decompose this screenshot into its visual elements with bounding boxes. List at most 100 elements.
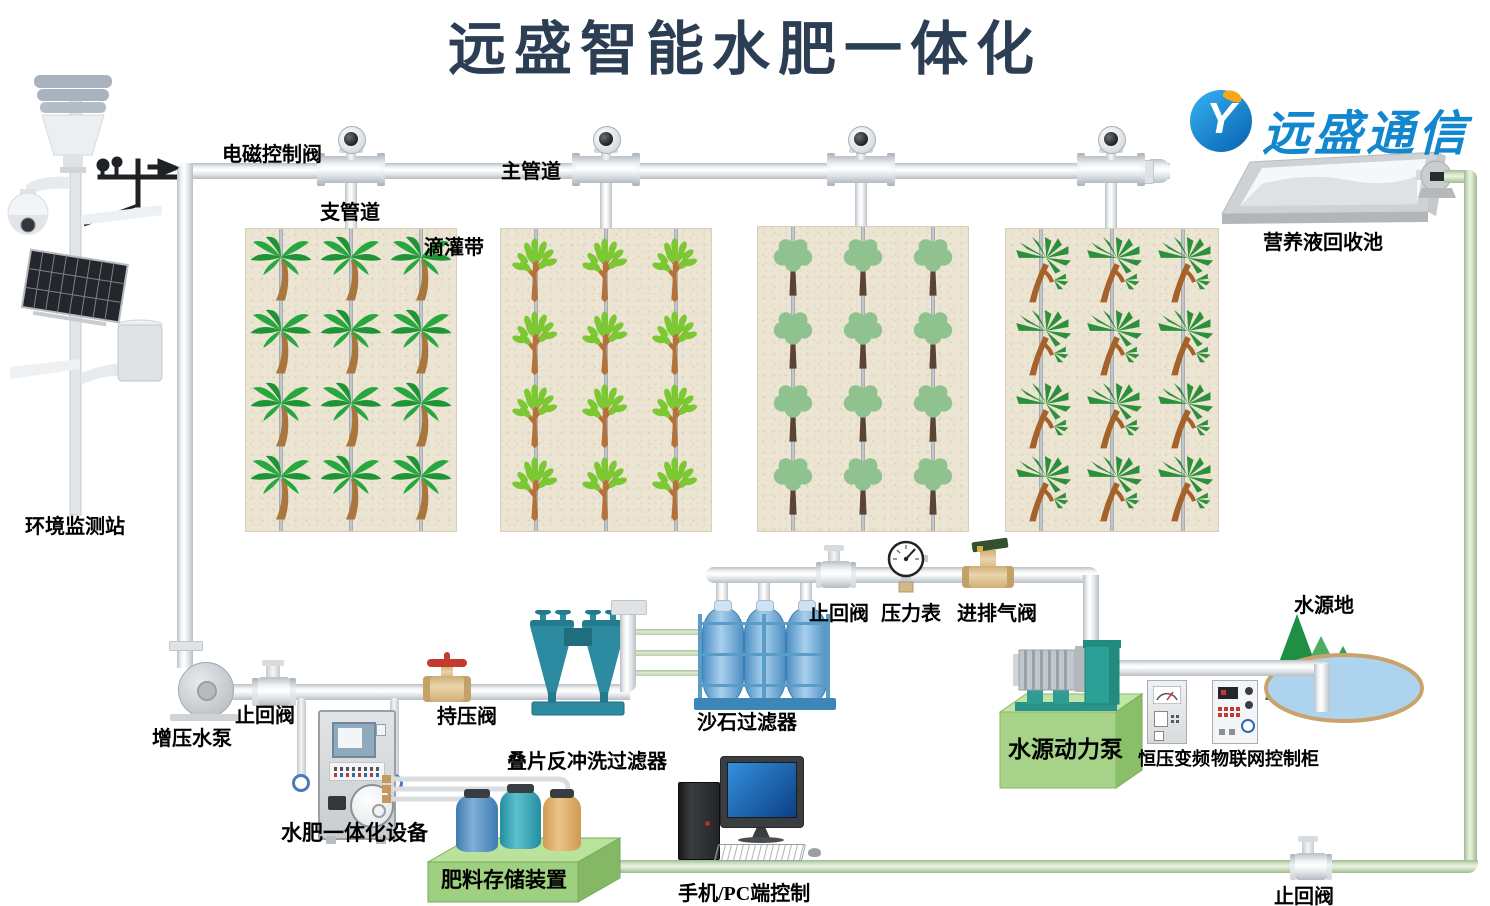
fertilizer-barrel-orange	[543, 789, 581, 851]
branch-pipe-1	[345, 179, 357, 230]
return-pipe-top-stub	[1444, 170, 1470, 183]
vfd-cabinet	[1147, 680, 1187, 744]
sapling-tree	[649, 455, 703, 521]
source-pump-illustration	[998, 640, 1144, 789]
check-valve-line-label: 止回阀	[809, 603, 869, 625]
disc-filter-illustration	[530, 610, 626, 716]
dosing-hose-left	[297, 698, 306, 778]
main-pipe-label: 主管道	[501, 161, 561, 183]
drip-line	[604, 229, 608, 531]
filter-riser-coupling	[611, 600, 647, 615]
sand-filter-cap-2	[756, 600, 774, 612]
weather-station-label: 环境监测站	[25, 516, 125, 538]
brand-logo-icon: Y	[1190, 90, 1252, 152]
sand-filter-rack-rail	[698, 622, 830, 625]
branch-pipe-4	[1105, 179, 1117, 230]
sand-filter-rack-post	[698, 614, 702, 700]
hose-gauge-left	[292, 774, 310, 792]
sapling-tree	[579, 309, 633, 375]
sand-filter-rack-post	[762, 614, 766, 700]
machine-slot	[328, 796, 346, 810]
pc-tower	[678, 782, 720, 860]
round-canopy-tree	[909, 381, 957, 447]
fertilizer-barrel-blue	[456, 789, 498, 852]
fan-palm-tree	[1079, 237, 1145, 305]
drip-line	[533, 229, 538, 531]
sapling-tree	[649, 236, 703, 302]
drip-line	[1039, 229, 1044, 531]
drip-line	[349, 229, 353, 531]
machine-screen	[332, 722, 376, 758]
coconut-palm-tree	[248, 382, 314, 449]
vfd-label: 恒压变频	[1138, 749, 1210, 769]
coconut-palm-tree	[248, 309, 314, 376]
recovery-pool-label: 营养液回收池	[1263, 232, 1383, 254]
pc-mouse	[808, 848, 821, 857]
iot-cabinet	[1212, 680, 1258, 744]
holding-valve-label: 持压阀	[437, 706, 497, 728]
drip-line	[1110, 229, 1114, 531]
round-canopy-tree	[769, 454, 817, 520]
solenoid-valve-1	[317, 126, 385, 186]
coconut-palm-tree	[248, 236, 314, 303]
crop-plot-1	[245, 228, 457, 532]
main-pipe-end-cap	[1150, 159, 1170, 183]
round-canopy-tree	[769, 381, 817, 447]
pc-screen	[727, 762, 797, 818]
sapling-tree	[579, 382, 633, 448]
pc-monitor-stand	[752, 828, 770, 838]
sapling-tree	[509, 236, 563, 302]
fertigation-machine-label: 水肥一体化设备	[281, 821, 428, 845]
intake-pipe	[1116, 660, 1330, 676]
fan-palm-tree	[1008, 383, 1074, 451]
page-title: 远盛智能水肥一体化	[447, 17, 1042, 82]
fertilizer-storage-label: 肥料存储装置	[441, 868, 567, 892]
weather-station-illustration	[7, 75, 182, 516]
sand-filter-rack-post	[826, 614, 830, 700]
machine-buttons	[329, 762, 385, 781]
round-canopy-tree	[839, 454, 887, 520]
round-canopy-tree	[839, 235, 887, 301]
coconut-palm-tree	[388, 309, 454, 376]
crop-plot-3	[757, 226, 969, 532]
sapling-tree	[579, 236, 633, 302]
sand-filter-base	[694, 698, 836, 710]
fan-palm-tree	[1150, 456, 1216, 524]
filter-riser-pipe	[620, 608, 636, 692]
pc-monitor-base	[738, 837, 784, 843]
fan-palm-tree	[1008, 237, 1074, 305]
water-source-label: 水源地	[1294, 595, 1354, 617]
check-valve-return-label: 止回阀	[1274, 886, 1334, 906]
booster-pump-base	[170, 714, 238, 721]
coconut-palm-tree	[388, 455, 454, 522]
coconut-palm-tree	[318, 455, 384, 522]
sand-filter-rack-rail	[698, 684, 830, 687]
coconut-palm-tree	[318, 236, 384, 303]
sapling-tree	[649, 309, 703, 375]
fan-palm-tree	[1150, 310, 1216, 378]
round-canopy-tree	[769, 308, 817, 374]
branch-pipe-2	[600, 179, 612, 230]
sand-filter-rack-rail	[698, 653, 830, 656]
coconut-palm-tree	[318, 309, 384, 376]
crop-plot-4	[1005, 228, 1219, 532]
intake-pipe-drop	[1314, 664, 1330, 712]
fan-palm-tree	[1150, 383, 1216, 451]
solenoid-valve-label: 电磁控制阀	[222, 144, 322, 166]
pump-flange	[169, 641, 203, 651]
iot-cabinet-label: 物联网控制柜	[1211, 749, 1319, 769]
round-canopy-tree	[839, 381, 887, 447]
coconut-palm-tree	[318, 382, 384, 449]
drip-line	[419, 229, 423, 531]
brand-name: 远盛通信	[1262, 108, 1471, 161]
fan-palm-tree	[1079, 310, 1145, 378]
sand-filter-cap-3	[798, 600, 816, 612]
drip-line	[931, 227, 935, 531]
check-valve-pump-label: 止回阀	[235, 705, 295, 727]
return-pipe-down	[1464, 170, 1477, 870]
sapling-tree	[509, 455, 563, 521]
pressure-gauge	[887, 540, 928, 593]
round-canopy-tree	[909, 235, 957, 301]
sapling-tree	[509, 309, 563, 375]
